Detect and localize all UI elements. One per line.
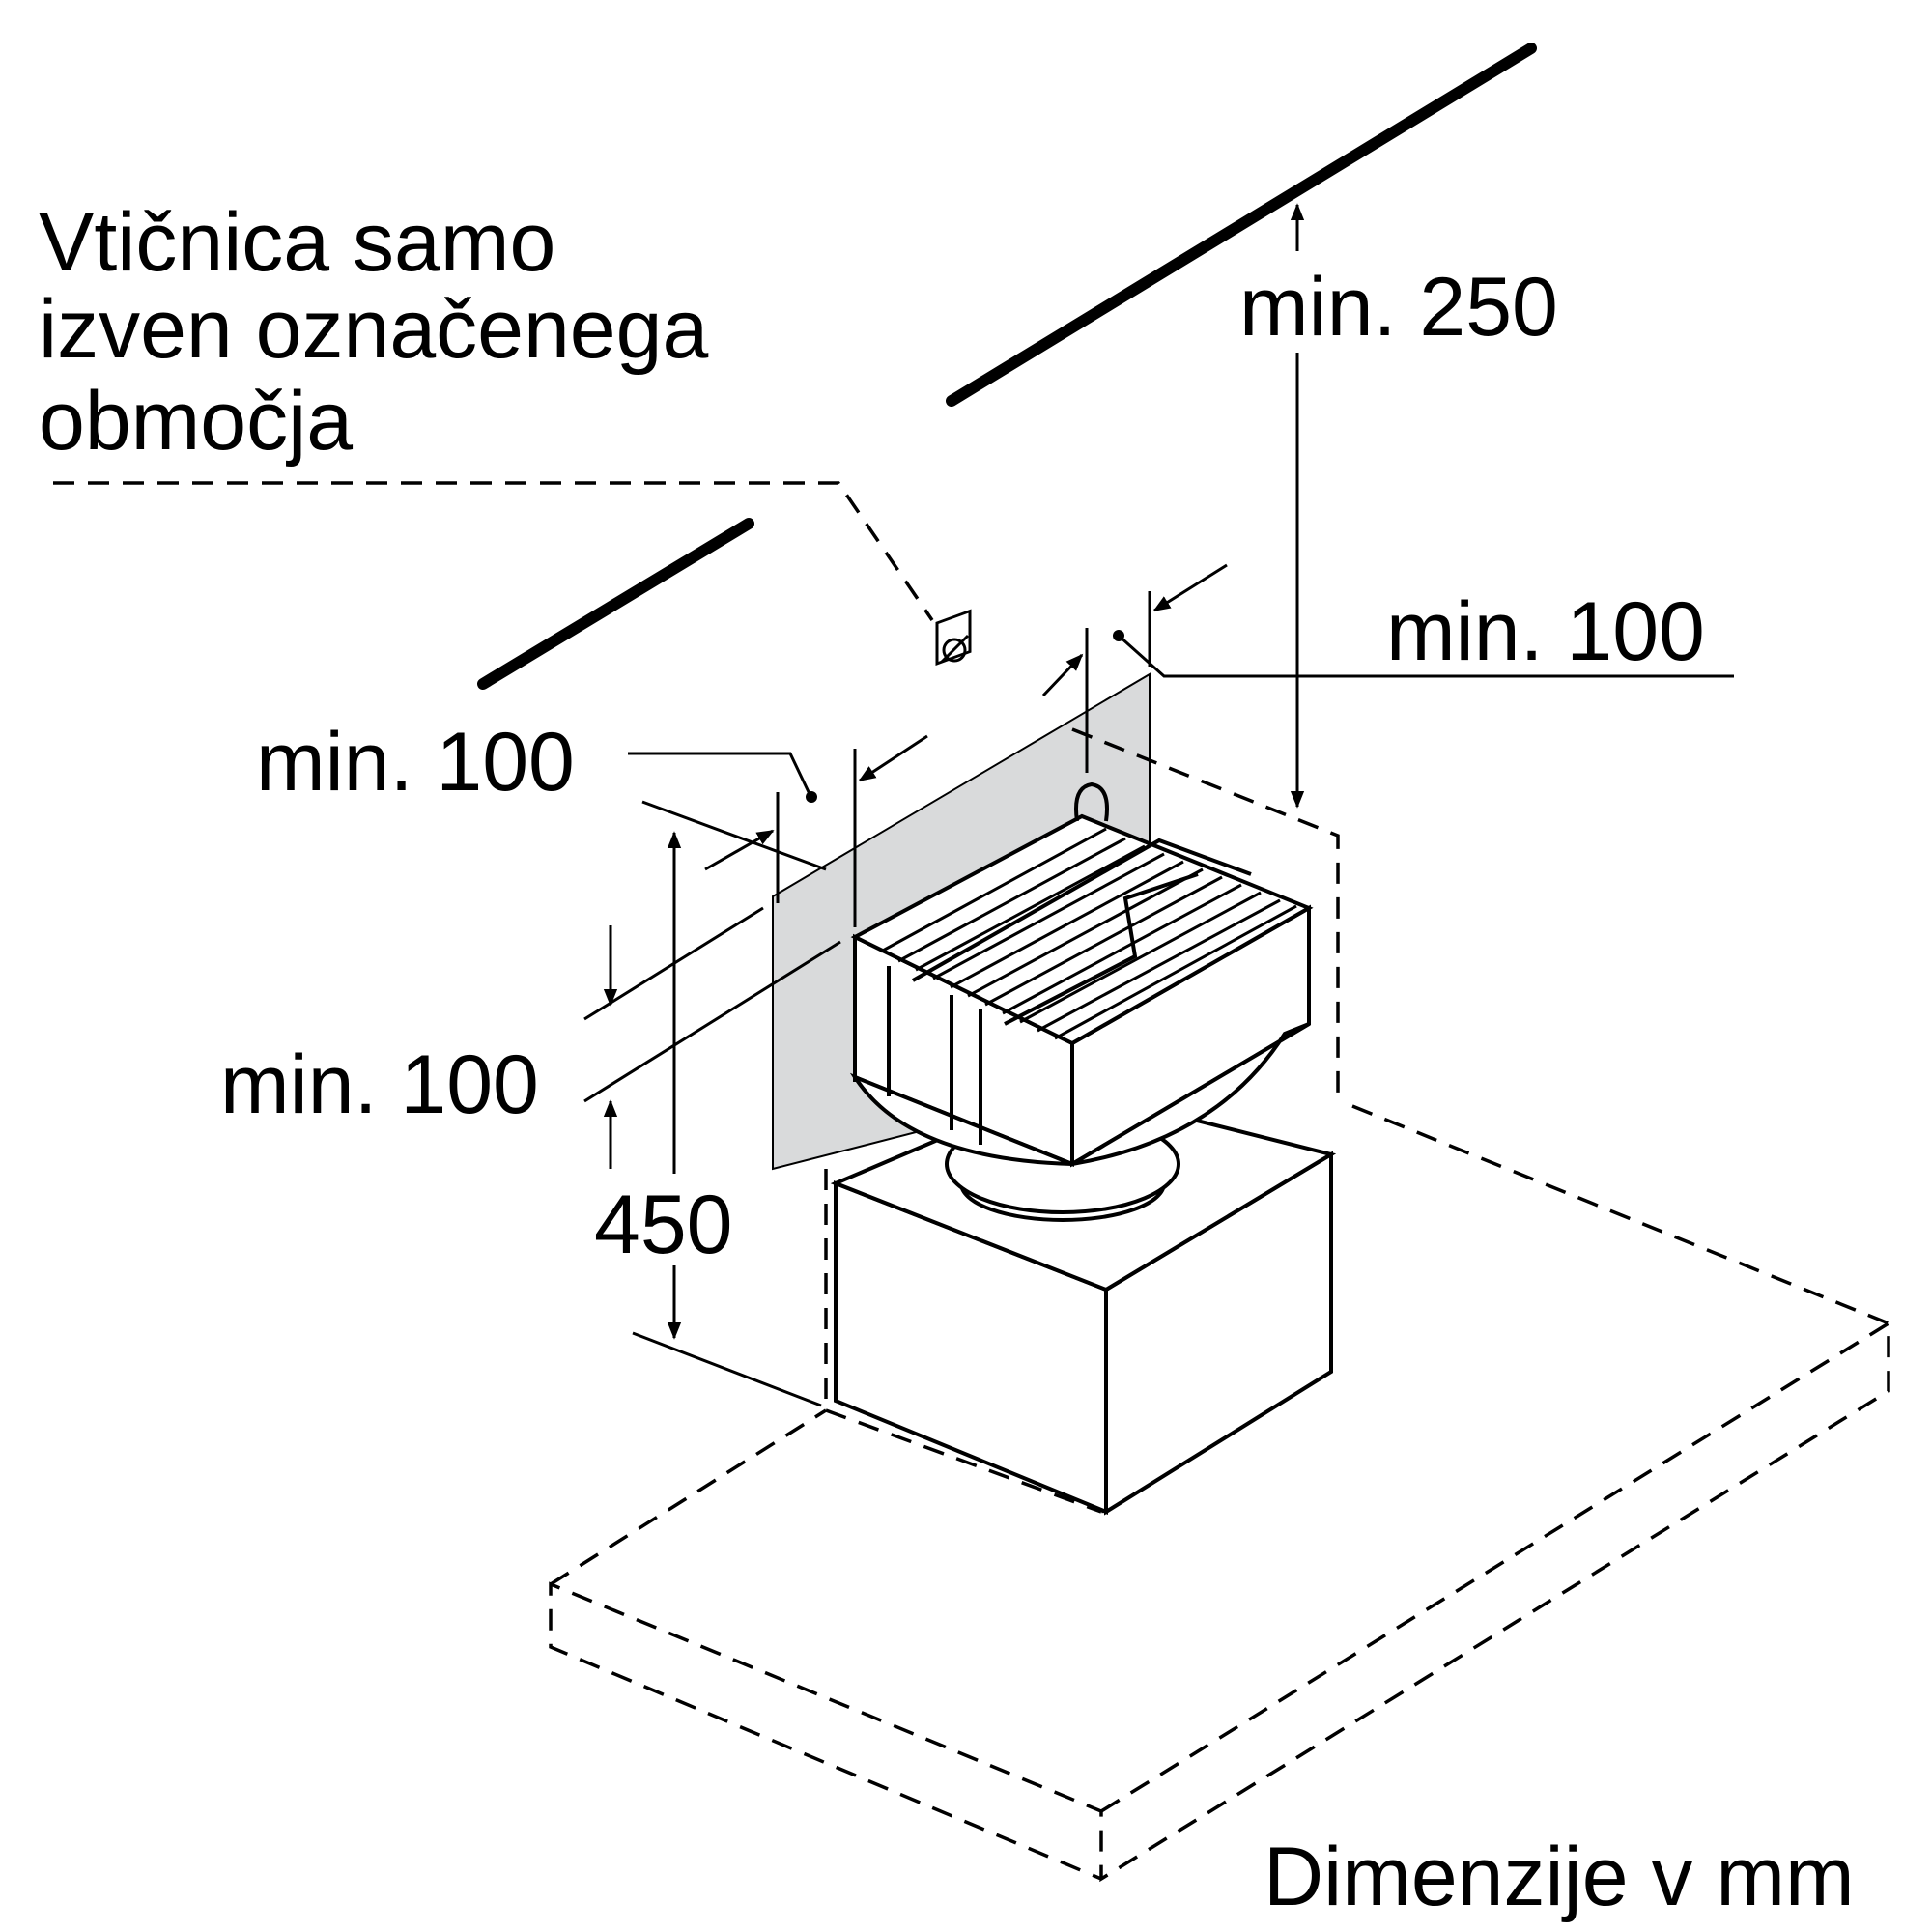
filter-module [849,781,1314,1168]
label-min-100-left: min. 100 [256,716,575,809]
units-note: Dimenzije v mm [1264,1831,1855,1923]
label-min-250: min. 250 [1239,261,1558,354]
socket-note-line-1: Vtičnica samo [39,196,555,289]
dimension-450 [632,800,827,1407]
label-min-100-lower: min. 100 [220,1038,539,1131]
socket-icon [935,609,972,666]
lower-wall-edge [477,518,754,690]
label-min-100-right: min. 100 [1386,585,1705,678]
upper-wall-edge [946,43,1537,407]
dimension-min-100-left [628,734,928,927]
label-450: 450 [594,1179,733,1271]
socket-note-line-2: izven označenega [39,283,708,376]
dimension-min-100-right [1041,563,1734,773]
socket-note-line-3: območja [39,375,353,468]
dimension-min-100-lower [583,906,841,1169]
socket-leader-line [53,481,934,621]
